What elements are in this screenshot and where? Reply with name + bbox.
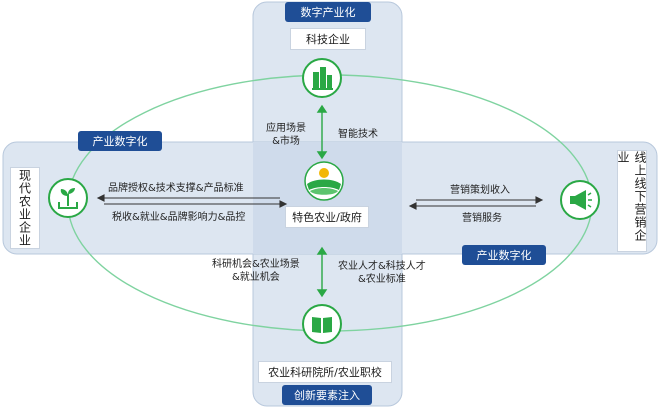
label-bottom-right: 农业人才&科技人才 &农业标准 xyxy=(338,261,426,285)
top-tag: 数字产业化 xyxy=(285,2,371,22)
bottom-box: 农业科研院所/农业职校 xyxy=(258,361,392,383)
center-box: 特色农业/政府 xyxy=(285,206,369,228)
bottom-tag: 创新要素注入 xyxy=(282,385,372,405)
buildings-icon xyxy=(302,58,342,98)
top-box: 科技企业 xyxy=(290,28,366,50)
right-box: 线上线下营销企业 xyxy=(616,150,647,252)
seedling-icon xyxy=(48,178,88,218)
label-right-bottom: 营销服务 xyxy=(462,213,502,224)
label-right-top: 营销策划收入 xyxy=(450,185,510,196)
label-top-left: 应用场景 &市场 xyxy=(266,123,306,147)
label-top-right: 智能技术 xyxy=(338,129,378,140)
label-left-bottom: 税收&就业&品牌影响力&品控 xyxy=(112,212,246,223)
left-tag: 产业数字化 xyxy=(78,131,162,151)
left-box: 现代农业企业 xyxy=(10,167,40,249)
label-left-top: 品牌授权&技术支撑&产品标准 xyxy=(108,183,244,194)
label-bottom-left: 科研机会&农业场景 &就业机会 xyxy=(212,259,300,283)
megaphone-icon xyxy=(560,180,600,220)
right-tag: 产业数字化 xyxy=(462,245,546,265)
book-icon xyxy=(302,304,342,344)
farm-logo-icon xyxy=(303,160,345,202)
